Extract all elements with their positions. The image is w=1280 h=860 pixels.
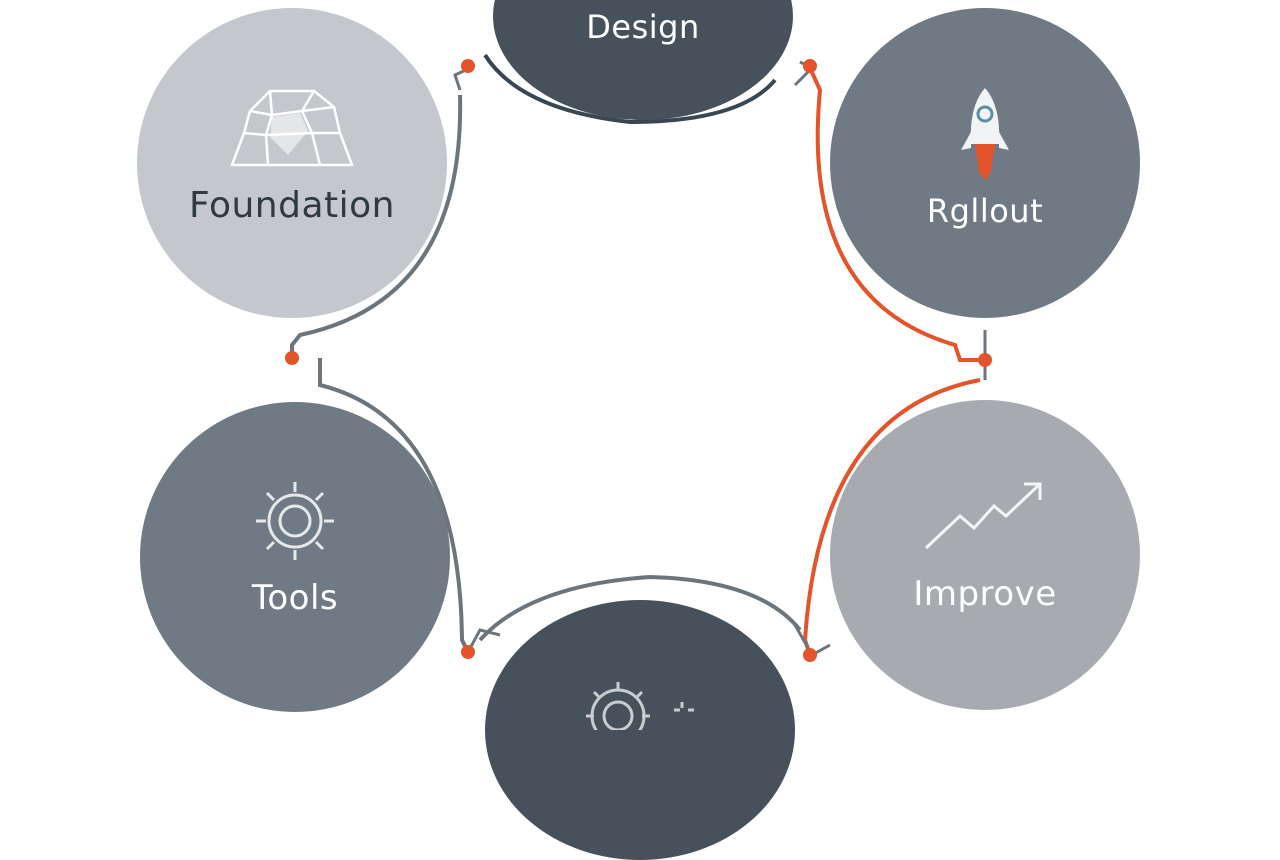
- node-improve-label: Improve: [913, 574, 1057, 614]
- design-arc: [483, 53, 777, 125]
- process-cycle-diagram: Design Rgllout Improve: [137, 0, 1140, 860]
- rollout-arc: [808, 67, 985, 362]
- node-tools-label: Tools: [251, 578, 339, 618]
- junction-dot: [803, 59, 817, 73]
- node-bottom[interactable]: [485, 600, 795, 860]
- node-design-label: Design: [586, 8, 700, 46]
- junction-dot: [285, 351, 299, 365]
- junction-dot: [803, 648, 817, 662]
- gear-icon: [586, 682, 694, 730]
- foundation-arc: [290, 94, 463, 358]
- connector-bottom-left: [466, 628, 501, 653]
- tools-arc: [318, 358, 470, 653]
- gear-icon: [256, 482, 334, 560]
- node-rollout-label: Rgllout: [926, 192, 1044, 230]
- node-rollout[interactable]: Rgllout: [830, 8, 1140, 318]
- node-foundation-label: Foundation: [189, 184, 395, 226]
- polyhedron-icon: [230, 89, 354, 166]
- node-improve[interactable]: Improve: [830, 400, 1140, 710]
- rocket-icon: [961, 88, 1009, 180]
- junction-dot: [461, 59, 475, 73]
- node-tools[interactable]: Tools: [140, 402, 450, 712]
- connector-layer: [285, 53, 992, 662]
- junction-dot: [461, 645, 475, 659]
- junction-dot: [978, 353, 992, 367]
- node-foundation[interactable]: Foundation: [137, 8, 447, 318]
- improve-arc: [802, 378, 981, 656]
- trend-arrow-icon: [924, 482, 1042, 550]
- bottom-arc: [478, 574, 802, 642]
